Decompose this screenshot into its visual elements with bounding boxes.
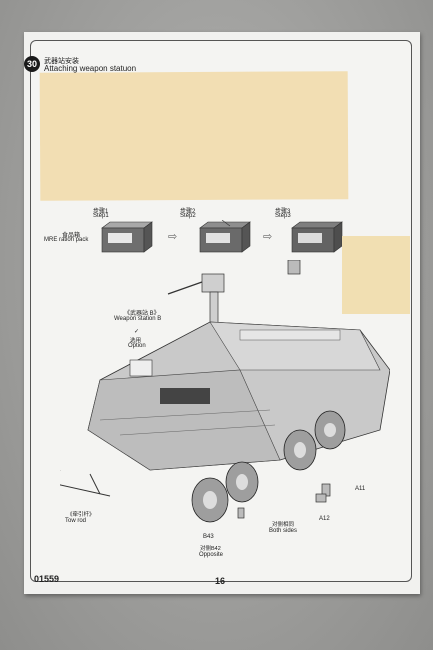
tow-rod-label-cn: 《牵引杆》 [67,512,95,518]
both-sides-label-cn: 对侧相同 [272,522,295,528]
sticky-note-small [342,236,410,314]
step1-label-cn: 步骤1 [93,209,109,215]
mre-label-cn: 食品箱 [62,233,81,239]
option-icon: ✓ [134,329,140,335]
step3-label-cn: 步骤3 [275,209,291,215]
step-title-en: Attaching weapon statuon [44,64,137,73]
step-number-badge: 30 [24,56,40,72]
mre-crate-step1 [101,221,153,253]
sticky-note-large [39,71,349,201]
page-number: 16 [215,576,226,586]
arrow-right-icon: ⇨ [263,231,273,243]
step-title-cn: 武器站安装 [44,58,79,65]
part-b42-label-cn: 对侧B42 [200,546,221,552]
mre-crate-step2 [199,220,251,253]
weapon-station-label-en: Weapon station B [114,316,162,322]
part-b42-label-en: Opposite [199,552,224,558]
option-label-cn: 选用 [130,338,142,344]
tow-rod-label-en: Tow rod [65,518,87,524]
mre-crate-step3 [291,221,343,253]
step1-label-en: Step1 [93,213,109,219]
step2-label-en: Step2 [180,213,196,219]
part-b43-label: B43 [203,534,214,540]
mre-label-en: MRE ration pack [44,237,89,243]
part-a11-label: A11 [355,486,366,492]
weapon-station-label-cn: 《武器站 B》 [124,311,160,317]
option-label-en: Option [128,343,146,349]
step2-label-cn: 步骤2 [180,209,196,215]
part-a12-label: A12 [319,516,330,522]
arrow-right-icon: ⇨ [168,231,178,243]
step3-label-en: Step3 [275,213,291,219]
both-sides-label-en: Both sides [269,528,298,534]
stryker-vehicle-drawing [60,260,390,523]
kit-code: 01559 [34,574,60,584]
